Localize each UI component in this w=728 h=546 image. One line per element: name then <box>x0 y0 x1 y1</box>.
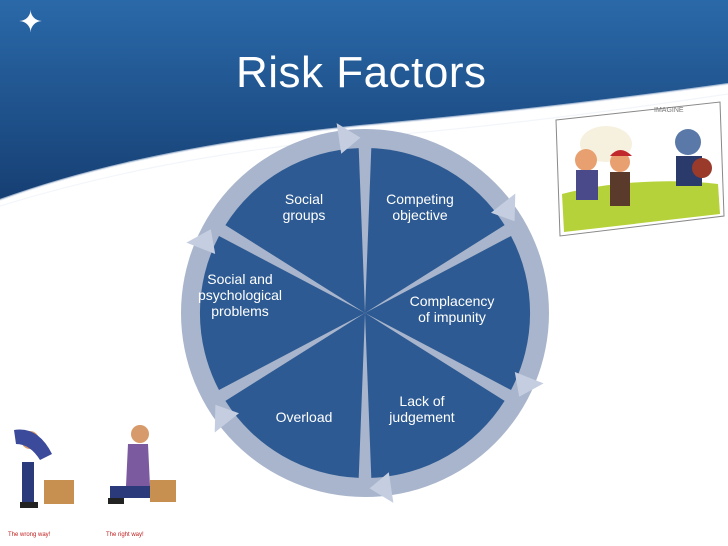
people-meeting-clipart: IMAGINE <box>555 101 725 237</box>
diagram-segment <box>225 148 365 313</box>
cycle-arrowhead <box>514 372 544 397</box>
slide-title: Risk Factors <box>236 48 487 97</box>
segment-label: Overload <box>276 409 333 425</box>
diagram-segment <box>365 236 531 390</box>
diagram-segment <box>225 313 365 478</box>
right-way-caption: The right way! <box>106 532 144 538</box>
cycle-arrowhead <box>214 404 239 433</box>
cycle-arrowhead <box>369 472 394 503</box>
star-icon: ✦ <box>18 6 44 39</box>
cycle-arrowhead <box>336 123 361 154</box>
diagram-segment <box>365 313 505 478</box>
cycle-arrowhead <box>186 229 216 254</box>
cycle-arrowhead <box>491 193 516 222</box>
diagram-segment <box>199 236 365 390</box>
header-band <box>0 0 728 207</box>
lifting-technique-clipart: The wrong way! The right way! <box>0 410 196 546</box>
diagram-segment <box>365 148 505 313</box>
wrong-way-caption: The wrong way! <box>8 532 51 538</box>
watermark-text: IMAGINE <box>654 107 684 114</box>
